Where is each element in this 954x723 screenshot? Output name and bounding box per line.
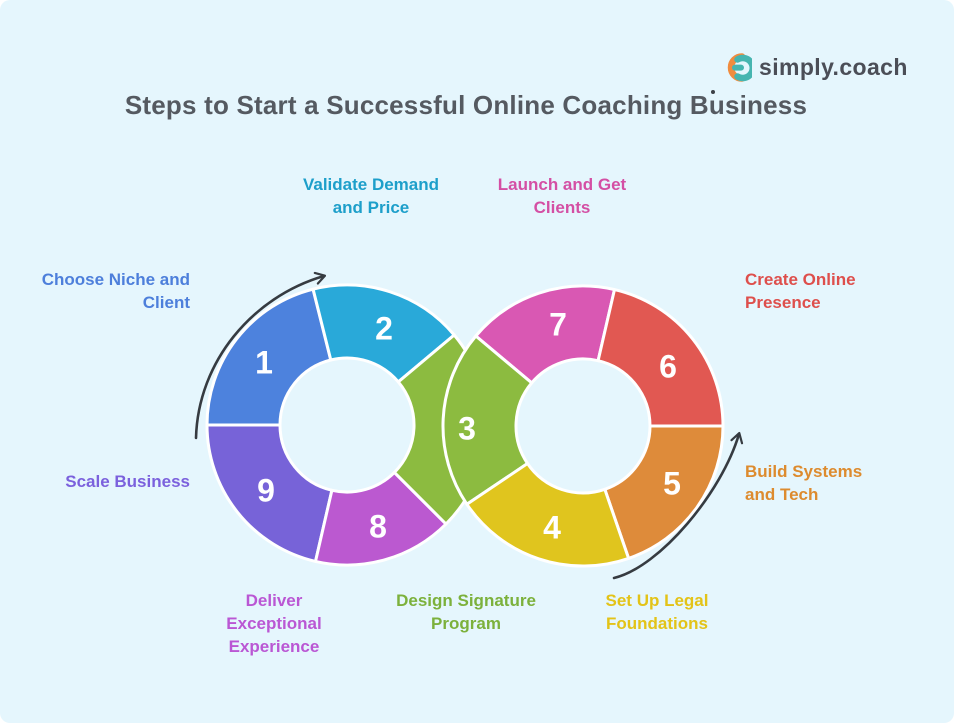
segment-step-5	[603, 424, 725, 560]
segment-number-9: 9	[257, 473, 275, 509]
brand-logo: simply.coach	[718, 50, 908, 84]
step-label-3-line-2: Program	[431, 614, 501, 633]
segment-step-2	[311, 283, 456, 384]
step-label-5: Build Systems and Tech	[745, 460, 862, 506]
segment-number-1: 1	[255, 345, 273, 381]
step-label-4-line-2: Foundations	[606, 614, 708, 633]
step-label-2: Validate Demand and Price	[241, 173, 501, 219]
dot-artifact	[711, 90, 715, 94]
step-label-7-line-2: Clients	[533, 198, 591, 217]
flow-arrow-right-icon	[612, 431, 744, 580]
step-label-8-line-2: Exceptional	[226, 614, 322, 633]
segment-number-8: 8	[369, 509, 387, 545]
segment-step-6	[596, 288, 725, 428]
segment-number-5: 5	[663, 466, 681, 502]
step-label-2-line-1: Validate Demand	[302, 175, 440, 194]
segment-number-7: 7	[549, 307, 567, 343]
step-label-6-line-1: Create Online	[745, 270, 856, 289]
segment-step-4	[465, 462, 631, 568]
step-label-2-line-2: and Price	[332, 198, 410, 217]
flow-arrow-left-icon	[194, 271, 327, 440]
step-label-6-line-2: Presence	[745, 293, 821, 312]
step-label-3-line-1: Design Signature	[396, 591, 536, 610]
segment-step-7	[474, 284, 616, 385]
step-label-8-line-3: Experience	[228, 637, 320, 656]
segment-step-9	[205, 423, 334, 563]
segment-number-2: 2	[375, 311, 393, 347]
step-label-9-line-1: Scale Business	[65, 472, 190, 491]
simply-coach-icon	[727, 53, 752, 82]
step-label-1-line-1: Choose Niche and	[41, 270, 190, 289]
step-label-9: Scale Business	[65, 470, 190, 493]
segment-step-8	[314, 470, 448, 567]
step-label-5-line-1: Build Systems	[745, 462, 863, 481]
page-title: Steps to Start a Successful Online Coach…	[124, 90, 808, 120]
segment-step-3	[441, 334, 534, 506]
step-label-1-line-2: Client	[142, 293, 190, 312]
segment-number-6: 6	[659, 349, 677, 385]
segment-number-3: 3	[458, 411, 476, 447]
brand-name: simply.coach	[759, 53, 908, 80]
step-label-4-line-1: Set Up Legal	[605, 591, 709, 610]
step-label-7-line-1: Launch and Get	[497, 175, 627, 194]
step-label-8-line-1: Deliver	[245, 591, 303, 610]
segment-number-4: 4	[543, 510, 561, 546]
segment-step-1	[205, 287, 333, 427]
step-label-5-line-2: and Tech	[745, 485, 819, 504]
